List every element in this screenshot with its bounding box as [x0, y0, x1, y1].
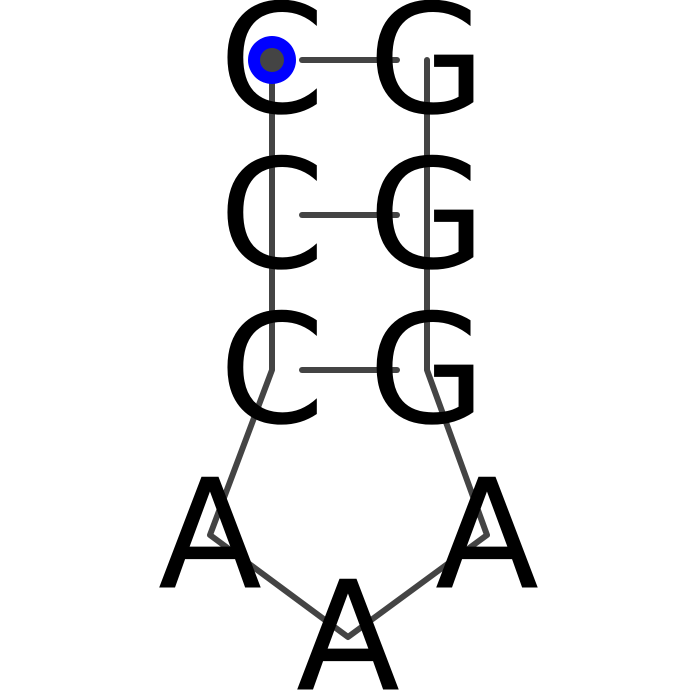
base-pair-layer: [299, 57, 400, 373]
base-letter: A: [296, 549, 400, 700]
base-letter: G: [368, 127, 486, 304]
backbone-layer: [207, 57, 490, 640]
start-dot: [260, 48, 284, 72]
base-letter: G: [368, 0, 486, 149]
start-marker-layer: [248, 36, 296, 84]
base-letter: C: [219, 282, 325, 459]
base-letter: C: [219, 127, 325, 304]
backbone-line: [207, 57, 490, 640]
base-letter: C: [219, 0, 325, 149]
base-letter: G: [368, 282, 486, 459]
base-letter: A: [435, 447, 539, 624]
base-letter: A: [158, 447, 262, 624]
